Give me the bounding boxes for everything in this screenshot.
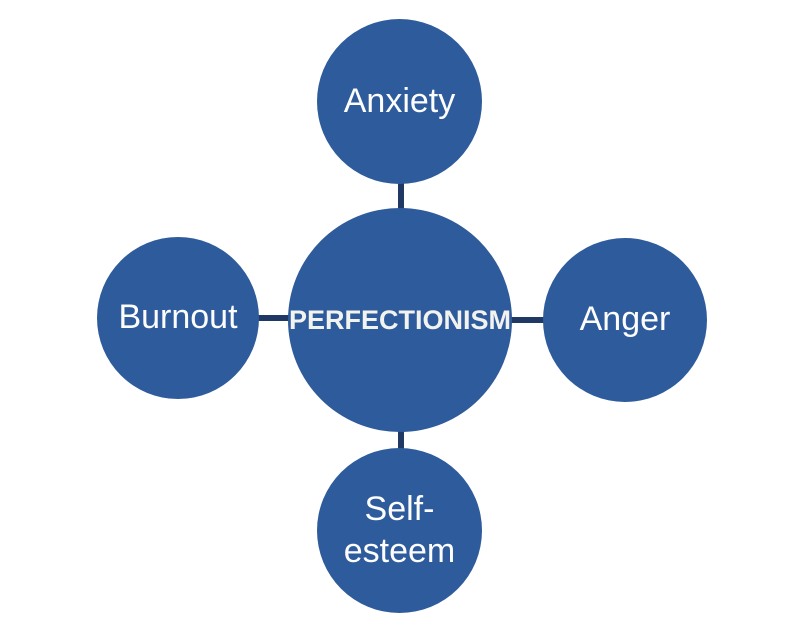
node-perfectionism-label: PERFECTIONISM — [288, 304, 511, 335]
node-self-esteem: Self- esteem — [317, 448, 482, 613]
node-anxiety: Anxiety — [317, 19, 482, 184]
connector-center-to-self-esteem — [398, 426, 404, 453]
node-self-esteem-label: Self- esteem — [343, 490, 456, 570]
connector-center-to-anxiety — [398, 180, 404, 212]
node-anger-label: Anger — [579, 300, 671, 339]
node-burnout-label: Burnout — [118, 298, 238, 337]
node-anxiety-label: Anxiety — [343, 81, 456, 120]
node-perfectionism: PERFECTIONISM — [288, 208, 512, 432]
node-burnout: Burnout — [97, 237, 259, 399]
connector-center-to-burnout — [255, 315, 293, 321]
node-anger: Anger — [543, 238, 707, 402]
connector-center-to-anger — [507, 317, 548, 323]
